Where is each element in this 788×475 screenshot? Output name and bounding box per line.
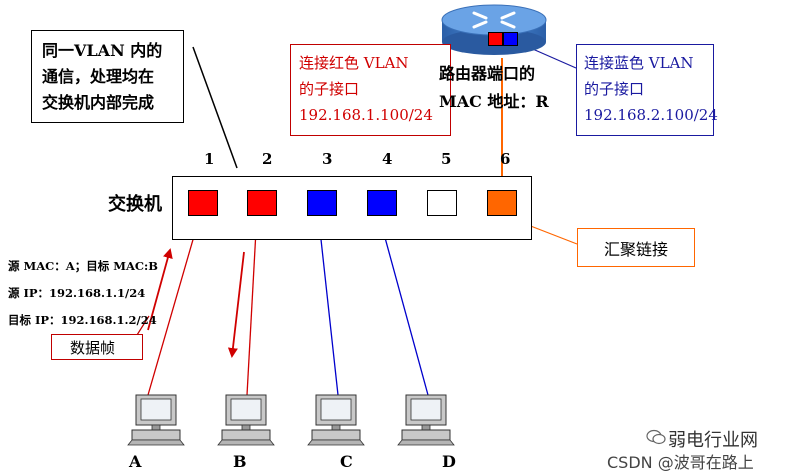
red-subif-ip: 192.168.1.100/24 [299, 106, 433, 124]
computer-b [216, 393, 276, 449]
frame-label: 数据帧 [70, 339, 116, 357]
blue-subif-line-1: 连接蓝色 VLAN [584, 54, 694, 72]
line-port1-pc-a [147, 211, 202, 396]
router-label-line-2: MAC 地址：R [439, 92, 549, 111]
switch-port-6 [487, 190, 517, 216]
frame-arrow-up [147, 248, 173, 331]
computer-icon [397, 394, 455, 446]
note-pointer-line [192, 46, 238, 169]
trunk-link-label: 汇聚链接 [604, 240, 669, 259]
line-port2-pc-b [246, 211, 258, 396]
switch-port-2 [247, 190, 277, 216]
frame-label-pointer [136, 315, 150, 336]
line-port4-pc-d [377, 211, 429, 396]
switch-port-5 [427, 190, 457, 216]
port-number-4: 4 [382, 150, 393, 168]
router-red-subif-port [488, 32, 503, 46]
switch-port-3 [307, 190, 337, 216]
computer-a [126, 393, 186, 449]
frame-label-box: 数据帧 [51, 334, 143, 360]
trunk-link-box: 汇聚链接 [577, 228, 695, 267]
red-subif-line-1: 连接红色 VLAN [299, 54, 409, 72]
router-blue-subif-port [503, 32, 518, 46]
blue-subif-ip: 192.168.2.100/24 [584, 106, 718, 124]
port-number-1: 1 [204, 150, 215, 168]
line-port3-pc-c [317, 211, 339, 396]
router-mac-label: 路由器端口的 MAC 地址：R [439, 60, 549, 116]
wechat-icon [646, 429, 666, 445]
port-number-2: 2 [262, 150, 273, 168]
switch-body [172, 176, 532, 240]
computer-label-c: C [340, 452, 353, 471]
note-line-2: 通信，处理均在 [42, 67, 155, 86]
red-subif-box: 连接红色 VLAN 的子接口 192.168.1.100/24 [290, 44, 451, 136]
intra-vlan-note-box: 同一VLAN 内的 通信，处理均在 交换机内部完成 [31, 30, 184, 123]
blue-subif-line-2: 的子接口 [584, 80, 645, 98]
computer-label-a: A [129, 452, 142, 471]
watermark-brand: 弱电行业网 [668, 430, 758, 451]
frame-arrow-down [227, 251, 245, 358]
router-icon [438, 2, 550, 58]
computer-icon [217, 394, 275, 446]
blue-subif-box: 连接蓝色 VLAN 的子接口 192.168.2.100/24 [576, 44, 718, 136]
port-number-3: 3 [322, 150, 333, 168]
frame-dst-ip: 目标 IP：192.168.1.2/24 [8, 313, 157, 327]
computer-c [306, 393, 366, 449]
computer-d [396, 393, 456, 449]
port-number-6: 6 [500, 150, 511, 168]
port-number-5: 5 [441, 150, 452, 168]
watermark-credit: CSDN @波哥在路上 [607, 453, 754, 472]
switch-label: 交换机 [108, 194, 162, 215]
switch-port-4 [367, 190, 397, 216]
router-label-line-1: 路由器端口的 [439, 64, 536, 83]
computer-label-d: D [442, 452, 456, 471]
red-subif-line-2: 的子接口 [299, 80, 360, 98]
frame-src-ip: 源 IP：192.168.1.1/24 [8, 286, 146, 300]
computer-label-b: B [233, 452, 247, 471]
computer-icon [307, 394, 365, 446]
computer-icon [127, 394, 185, 446]
switch-port-1 [188, 190, 218, 216]
note-line-3: 交换机内部完成 [42, 93, 155, 112]
frame-src-mac: 源 MAC：A；目标 MAC:B [8, 259, 159, 273]
note-line-1: 同一VLAN 内的 [42, 41, 163, 60]
